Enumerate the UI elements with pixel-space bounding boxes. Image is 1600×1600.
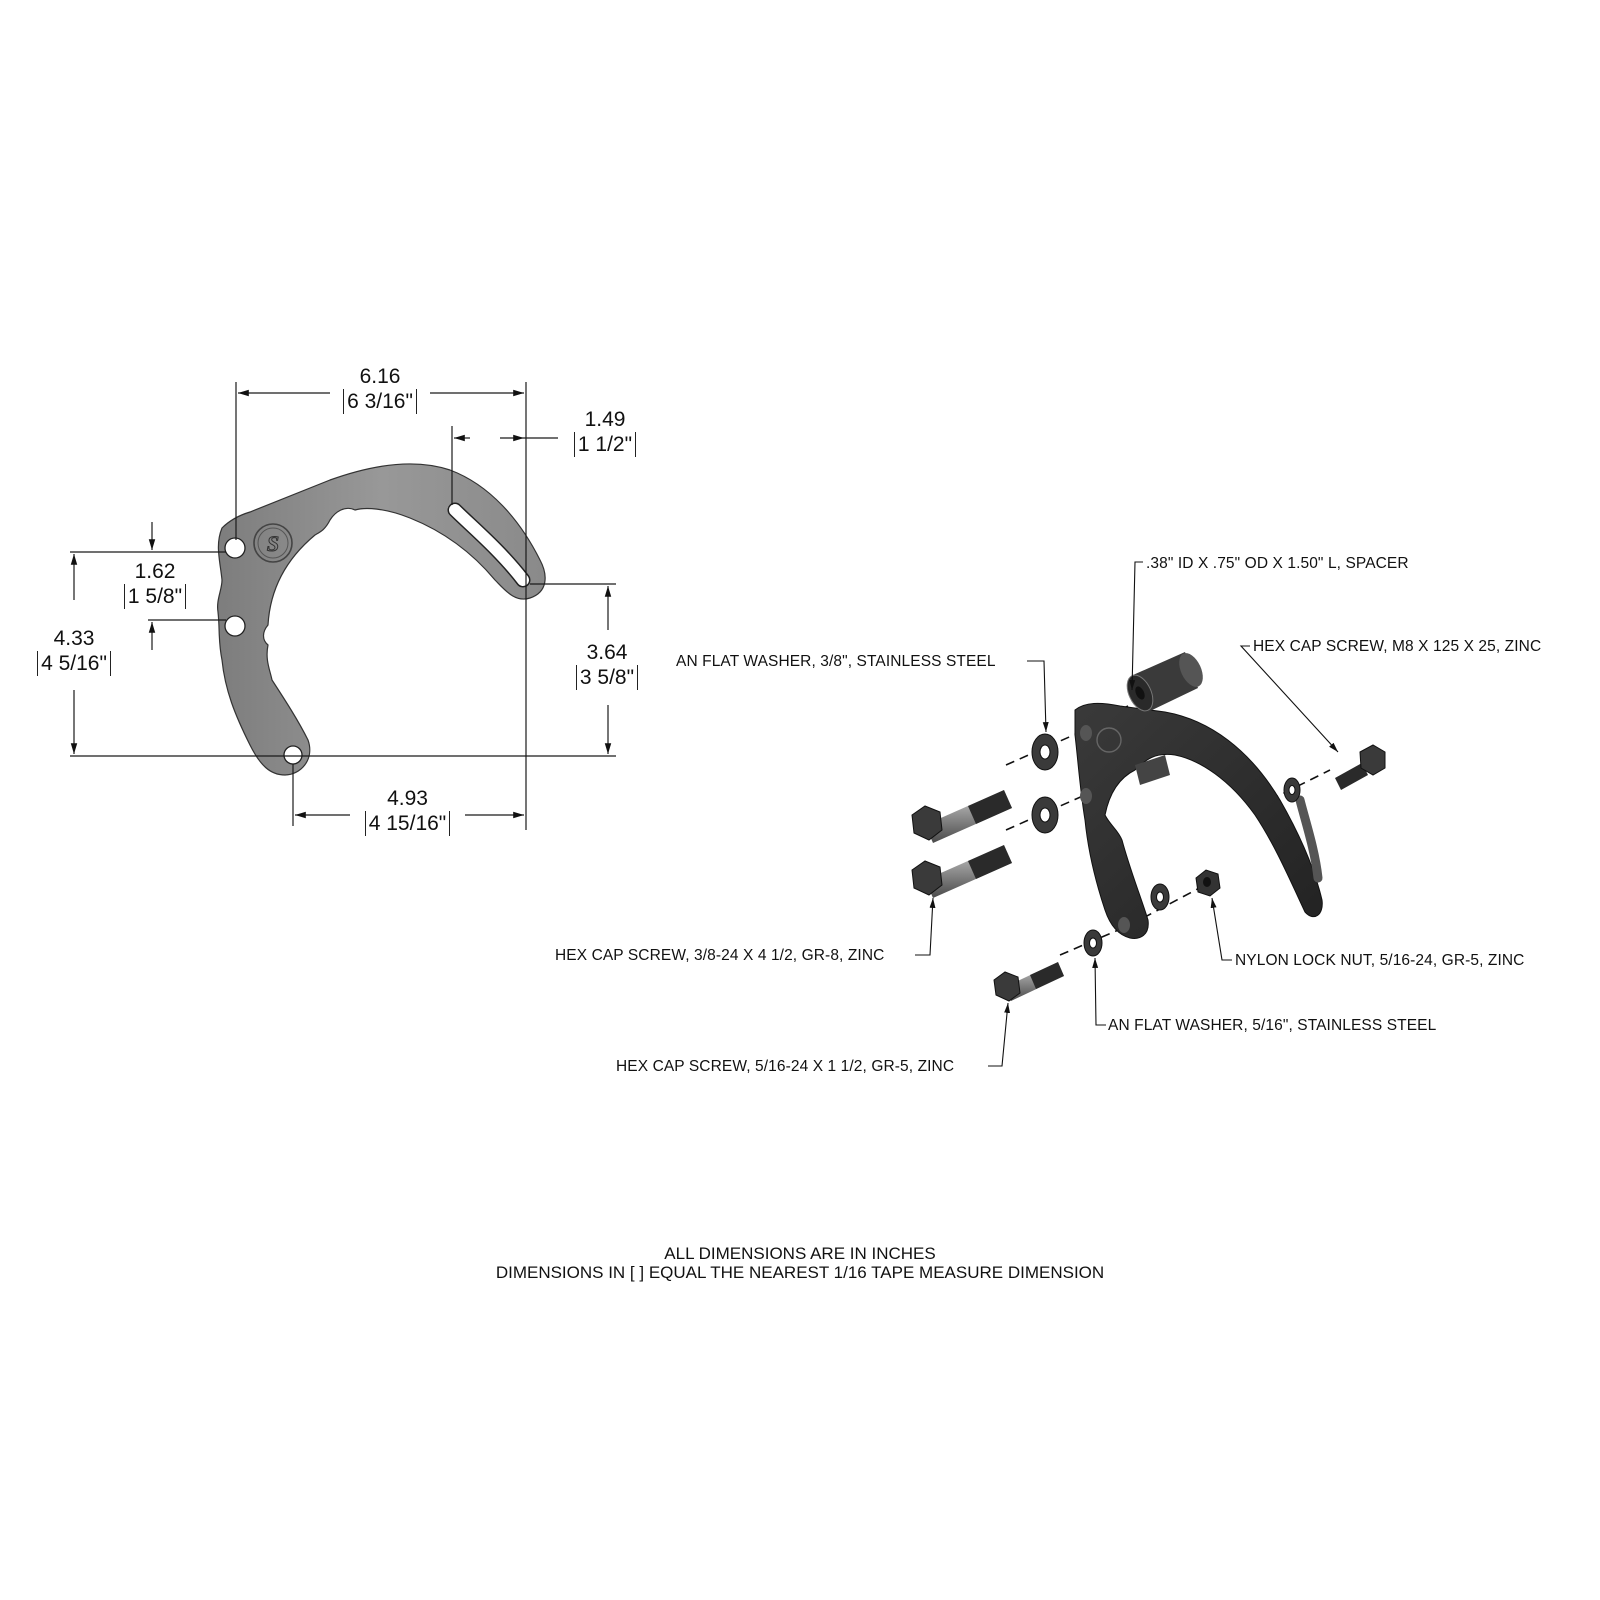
hex-cap-screw-m8 xyxy=(1335,744,1386,790)
callout-nylon-lock-nut: NYLON LOCK NUT, 5/16-24, GR-5, ZINC xyxy=(1235,952,1525,969)
callout-screw-38: HEX CAP SCREW, 3/8-24 X 4 1/2, GR-8, ZIN… xyxy=(555,947,885,964)
nylon-lock-nut xyxy=(1195,869,1221,897)
spacer-part xyxy=(1126,652,1203,712)
hex-cap-screw-516 xyxy=(993,962,1064,1002)
s-logo-icon: S xyxy=(253,523,293,563)
note-fraction: DIMENSIONS IN [ ] EQUAL THE NEAREST 1/16… xyxy=(495,1263,1105,1282)
callout-screw-516: HEX CAP SCREW, 5/16-24 X 1 1/2, GR-5, ZI… xyxy=(616,1058,955,1075)
mount-hole-top xyxy=(224,537,246,559)
exploded-bracket xyxy=(1074,702,1323,939)
dim-overall-width: 6.16 6 3/16" xyxy=(330,364,430,414)
flat-bracket: S xyxy=(216,463,546,776)
callout-screw-m8: HEX CAP SCREW, M8 X 125 X 25, ZINC xyxy=(1253,638,1542,655)
dim-slot-offset: 1.49 1 1/2" xyxy=(560,407,650,457)
svg-text:S: S xyxy=(267,531,279,556)
callout-washer-516: AN FLAT WASHER, 5/16", STAINLESS STEEL xyxy=(1108,1017,1437,1034)
dim-overall-height: 4.33 4 5/16" xyxy=(24,626,124,676)
adjustment-slot xyxy=(449,504,529,586)
drawing-notes: ALL DIMENSIONS ARE IN INCHES DIMENSIONS … xyxy=(0,1244,1600,1282)
leader-lines xyxy=(915,561,1339,1067)
callout-washer-38: AN FLAT WASHER, 3/8", STAINLESS STEEL xyxy=(676,653,996,670)
hex-cap-screw-38-bottom xyxy=(911,845,1012,898)
flat-washers xyxy=(1031,733,1301,957)
note-units: ALL DIMENSIONS ARE IN INCHES xyxy=(664,1244,936,1263)
dim-slot-height: 3.64 3 5/8" xyxy=(562,640,652,690)
dim-hole-spacing: 1.62 1 5/8" xyxy=(110,559,200,609)
callout-spacer: .38" ID X .75" OD X 1.50" L, SPACER xyxy=(1146,555,1409,572)
dimension-lines xyxy=(70,382,616,830)
hex-cap-screw-38-top xyxy=(911,790,1012,843)
mount-hole-middle xyxy=(224,615,246,637)
dim-bottom-width: 4.93 4 15/16" xyxy=(350,786,465,836)
